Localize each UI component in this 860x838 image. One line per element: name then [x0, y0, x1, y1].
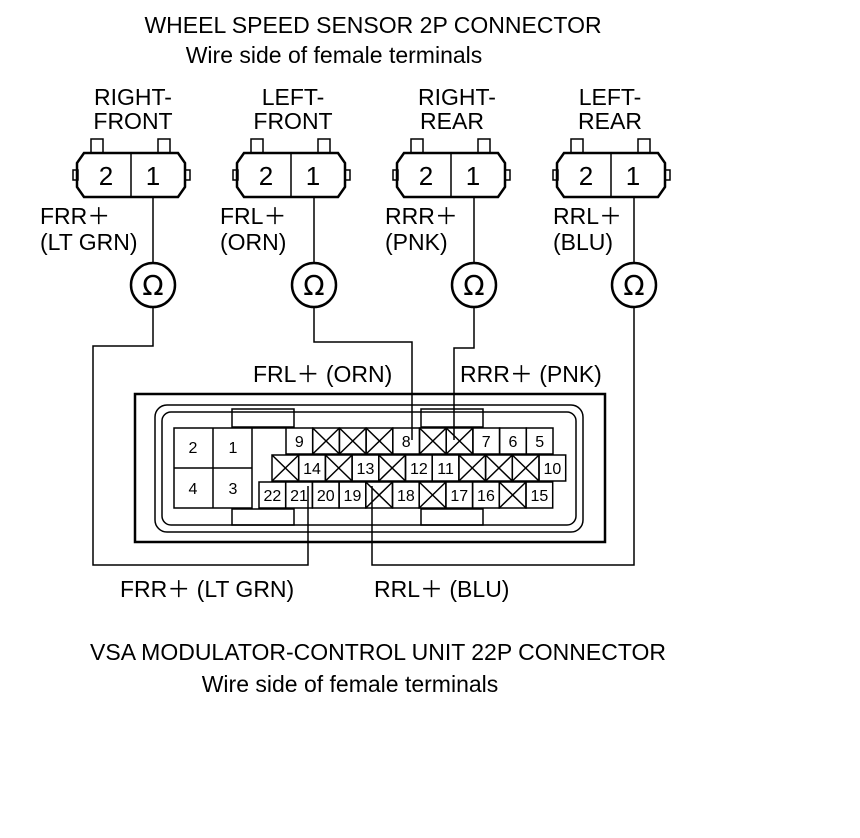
wire-color-label: (PNK) [385, 229, 448, 255]
pin-1-label: 1 [146, 161, 160, 191]
modulator-connector-subtitle: Wire side of female terminals [202, 671, 499, 697]
terminal-cell [525, 427, 554, 455]
ohm-icon: Ω [142, 269, 163, 302]
unused-terminal-cross [445, 427, 474, 455]
terminal-number-15: 15 [530, 488, 548, 505]
frl-wire-label: FRL＋ (ORN) [253, 361, 392, 387]
terminal-cell [538, 454, 567, 482]
pin-1-label: 1 [466, 161, 480, 191]
connector-key-bottom-left [231, 508, 295, 526]
connector-name-line1: RIGHT- [94, 84, 172, 110]
terminal-number-8: 8 [402, 434, 411, 451]
unused-terminal-cross [498, 481, 527, 509]
sensor-connector-right-rear: RIGHT- REAR 2 1 RRR＋ (PNK) Ω [385, 84, 511, 309]
terminal-number-22: 22 [263, 488, 281, 505]
connector-name-line2: REAR [420, 108, 484, 134]
pin-2-label: 2 [419, 161, 433, 191]
ohm-icon: Ω [303, 269, 324, 302]
unused-terminal-cross [271, 454, 300, 482]
connector-housing [154, 404, 584, 533]
pin-1-label: 1 [626, 161, 640, 191]
connector-name-line2: REAR [578, 108, 642, 134]
two-pin-connector-shape [232, 138, 351, 199]
connector-key-bottom-right [420, 508, 484, 526]
unused-terminal-cross [511, 454, 540, 482]
unused-terminal-cross [312, 427, 340, 455]
ohm-icon: Ω [463, 269, 484, 302]
rrl-wire-label: RRL＋ (BLU) [374, 576, 509, 602]
pin-2-label: 2 [579, 161, 593, 191]
terminal-number-10: 10 [543, 461, 561, 478]
connector-outer-frame [133, 392, 607, 544]
terminal-number-5: 5 [535, 434, 544, 451]
modulator-connector-title: VSA MODULATOR-CONTROL UNIT 22P CONNECTOR [90, 639, 666, 665]
rrr-wire-label: RRR＋ (PNK) [460, 361, 602, 387]
connector-name-line1: LEFT- [579, 84, 642, 110]
terminal-4: 4 [189, 481, 198, 498]
terminal-number-9: 9 [295, 434, 304, 451]
two-pin-connector-shape [392, 138, 511, 199]
unused-terminal-cross [324, 454, 353, 482]
two-pin-connector-shape [72, 138, 191, 199]
connector-name-line1: LEFT- [262, 84, 325, 110]
unused-terminal-cross [365, 481, 394, 509]
signal-label: FRR＋ [40, 203, 110, 229]
wire-color-label: (LT GRN) [40, 229, 138, 255]
terminal-number-19: 19 [344, 488, 362, 505]
sensor-connector-subtitle: Wire side of female terminals [186, 42, 483, 68]
wire-frr [92, 307, 309, 566]
unused-terminal-cross [485, 454, 513, 482]
wire-frl [313, 307, 413, 440]
pin-2-label: 2 [99, 161, 113, 191]
terminal-cell [525, 481, 554, 509]
signal-label: FRL＋ [220, 203, 286, 229]
connector-name-line2: FRONT [93, 108, 172, 134]
unused-terminal-cross [378, 454, 407, 482]
connector-name-line1: RIGHT- [418, 84, 496, 110]
connector-key-top-right [420, 408, 484, 428]
two-pin-connector-shape [552, 138, 671, 199]
terminal-2: 2 [189, 440, 198, 457]
sensor-connector-left-front: LEFT- FRONT 2 1 FRL＋ (ORN) Ω [220, 84, 351, 309]
sensor-connector-right-front: RIGHT- FRONT 2 1 FRR＋ (LT GRN) Ω [40, 84, 191, 309]
frr-wire-label: FRR＋ (LT GRN) [120, 576, 294, 602]
terminal-number-17: 17 [450, 488, 468, 505]
sensor-connector-title: WHEEL SPEED SENSOR 2P CONNECTOR [144, 12, 601, 38]
unused-terminal-cross [338, 427, 367, 455]
wire-color-label: (ORN) [220, 229, 286, 255]
connector-name-line2: FRONT [253, 108, 332, 134]
terminal-number-6: 6 [508, 434, 517, 451]
terminal-3: 3 [229, 481, 238, 498]
unused-terminal-cross [365, 427, 394, 455]
ohm-icon: Ω [623, 269, 644, 302]
signal-label: RRL＋ [553, 203, 622, 229]
terminal-number-12: 12 [410, 461, 428, 478]
unused-terminal-cross [418, 481, 447, 509]
terminal-number-16: 16 [477, 488, 495, 505]
terminal-number-7: 7 [482, 434, 491, 451]
sensor-connector-left-rear: LEFT- REAR 2 1 RRL＋ (BLU) Ω [552, 84, 671, 309]
signal-label: RRR＋ [385, 203, 458, 229]
terminal-number-18: 18 [397, 488, 415, 505]
unused-terminal-cross [418, 427, 447, 455]
connector-key-top-left [231, 408, 295, 428]
wire-color-label: (BLU) [553, 229, 613, 255]
unused-terminal-cross [458, 454, 487, 482]
terminal-1: 1 [229, 440, 238, 457]
pin-2-label: 2 [259, 161, 273, 191]
terminal-number-13: 13 [357, 461, 375, 478]
terminal-number-14: 14 [303, 461, 321, 478]
terminal-number-21: 21 [290, 488, 308, 505]
terminal-number-20: 20 [317, 488, 335, 505]
terminal-number-11: 11 [437, 461, 454, 478]
pin-1-label: 1 [306, 161, 320, 191]
